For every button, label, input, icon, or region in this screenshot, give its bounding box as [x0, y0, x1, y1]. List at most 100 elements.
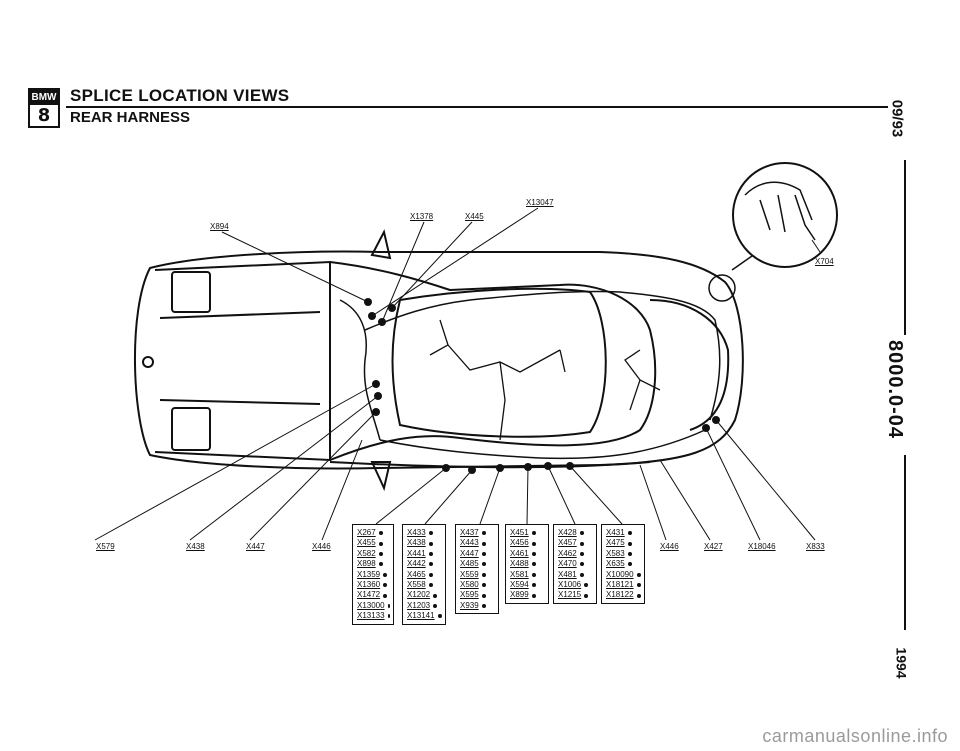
splice-code: X13000: [357, 600, 385, 610]
callout-x833: X833: [806, 542, 825, 551]
splice-dot-icon: [428, 552, 433, 557]
splice-dot-icon: [579, 562, 584, 567]
splice-code: X438: [407, 538, 426, 548]
splice-code: X1202: [407, 590, 431, 600]
side-rule-top: [904, 160, 906, 335]
splice-dot-icon: [531, 572, 536, 577]
splice-code: X437: [460, 528, 479, 537]
splice-list-item: X431: [606, 528, 641, 538]
splice-list-item: X488: [510, 559, 545, 569]
splice-code: X899: [510, 590, 529, 600]
detail-source-circle: [708, 274, 736, 302]
splice-dot-icon: [531, 593, 536, 598]
splice-list-item: X898: [357, 559, 390, 569]
callout-x445: X445: [465, 212, 484, 221]
splice-dot-icon: [433, 604, 438, 609]
splice-list-item: X433: [407, 528, 442, 538]
callout-x13047: X13047: [526, 198, 554, 207]
splice-code: X580: [460, 580, 479, 590]
splice-dot-icon: [383, 572, 388, 577]
callout-x579: X579: [96, 542, 115, 551]
splice-code: X1006: [558, 580, 582, 590]
splice-dot-icon: [579, 531, 584, 536]
splice-list-item: X18122: [606, 590, 641, 600]
splice-list-item: X428: [558, 528, 593, 538]
splice-list-item: X455: [357, 538, 390, 548]
car-body-outline: [133, 250, 744, 470]
splice-code: X433: [407, 528, 426, 537]
splice-list-item: X939: [460, 601, 495, 611]
splice-code: X443: [460, 538, 479, 548]
splice-code: X456: [510, 538, 529, 548]
splice-dot-icon: [387, 604, 390, 609]
splice-dot-icon: [627, 552, 632, 557]
splice-code: X428: [558, 528, 577, 537]
splice-list-item: X267: [357, 528, 390, 538]
splice-code: X582: [357, 548, 376, 558]
callout-x894: X894: [210, 222, 229, 231]
splice-code: X451: [510, 528, 529, 537]
leader-lines: [94, 207, 821, 541]
side-rule-bottom: [904, 455, 906, 630]
splice-list-item: X899: [510, 590, 545, 600]
splice-code: X559: [460, 569, 479, 579]
splice-list-item: X1006: [558, 580, 593, 590]
splice-list-item: X580: [460, 580, 495, 590]
splice-code: X481: [558, 569, 577, 579]
splice-dot-icon: [531, 562, 536, 567]
headlight-left: [171, 271, 211, 313]
splice-dot-icon: [428, 572, 433, 577]
splice-code: X10090: [606, 569, 634, 579]
splice-code: X462: [558, 548, 577, 558]
rear-deck: [649, 299, 730, 431]
splice-dot-icon: [378, 552, 383, 557]
page-title: SPLICE LOCATION VIEWS: [70, 86, 290, 105]
splice-list-item: X635: [606, 559, 641, 569]
mirror-top: [370, 229, 392, 260]
splice-code: X465: [407, 569, 426, 579]
splice-code: X431: [606, 528, 625, 537]
detail-arrow: [731, 255, 753, 271]
splice-dot-icon: [383, 593, 388, 598]
splice-list-item: X481: [558, 570, 593, 580]
splice-code: X1215: [558, 590, 582, 600]
splice-list-item: X10090: [606, 570, 641, 580]
emblem-circle: [142, 356, 154, 368]
splice-list-item: X1203: [407, 601, 442, 611]
splice-list-item: X441: [407, 549, 442, 559]
splice-code: X18122: [606, 590, 634, 600]
splice-dot-icon: [531, 531, 536, 536]
splice-dot-icon: [579, 572, 584, 577]
splice-list-item: X461: [510, 549, 545, 559]
splice-code: X488: [510, 559, 529, 569]
splice-dot-icon: [481, 593, 486, 598]
splice-list-item: X1359: [357, 570, 390, 580]
splice-dot-icon: [481, 541, 486, 546]
callout-x446-left: X446: [312, 542, 331, 551]
page-subtitle: REAR HARNESS: [70, 109, 191, 126]
splice-code: X470: [558, 559, 577, 569]
splice-dot-icon: [636, 583, 641, 588]
splice-dot-icon: [627, 562, 632, 567]
splice-code: X898: [357, 559, 376, 569]
callout-x447: X447: [246, 542, 265, 551]
mirror-bottom: [370, 461, 392, 492]
splice-dot-icon: [428, 562, 433, 567]
splice-list-item: X13000: [357, 601, 390, 611]
splice-dot-icon: [627, 541, 632, 546]
hood-crease-top: [159, 311, 321, 319]
splice-code: X581: [510, 569, 529, 579]
splice-code: X1360: [357, 580, 381, 590]
harness-branch-b: [559, 349, 661, 411]
splice-code: X939: [460, 600, 479, 610]
splice-code: X13141: [407, 611, 435, 621]
title-rule: [66, 106, 888, 108]
splice-list-item: X1202: [407, 590, 442, 600]
roof-outline: [391, 287, 607, 438]
splice-dot-icon: [378, 562, 383, 567]
